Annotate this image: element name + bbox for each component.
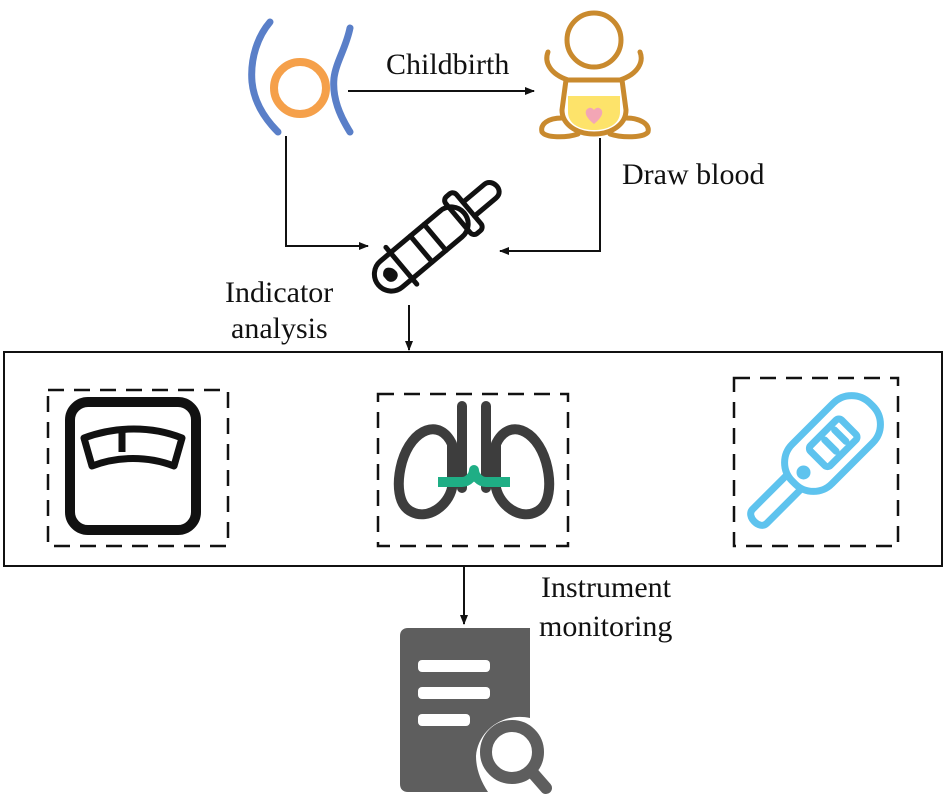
- frame-scale: [46, 388, 230, 548]
- lungs-icon: [393, 401, 555, 520]
- blood-test-tube-icon: [371, 180, 502, 294]
- report-search-icon: [400, 628, 552, 794]
- frame-thermometer: [732, 376, 900, 548]
- arrow-pregnancy-to-tube: [285, 136, 369, 250]
- thermometer-icon: [747, 392, 884, 529]
- arrow-baby-to-tube: [499, 138, 601, 255]
- baby-icon: [539, 10, 651, 140]
- label-indicator-line1: Indicator: [225, 276, 333, 309]
- label-indicator-line2: analysis: [231, 312, 328, 345]
- label-instrument-line1: Instrument: [541, 571, 672, 604]
- label-childbirth: Childbirth: [386, 48, 509, 81]
- label-instrument-line2: monitoring: [539, 610, 672, 643]
- weighing-scale-icon: [65, 397, 201, 535]
- frame-lungs: [376, 392, 570, 548]
- label-draw-blood: Draw blood: [622, 158, 764, 191]
- pregnancy-icon: [248, 18, 354, 136]
- instrument-panel: [3, 351, 943, 567]
